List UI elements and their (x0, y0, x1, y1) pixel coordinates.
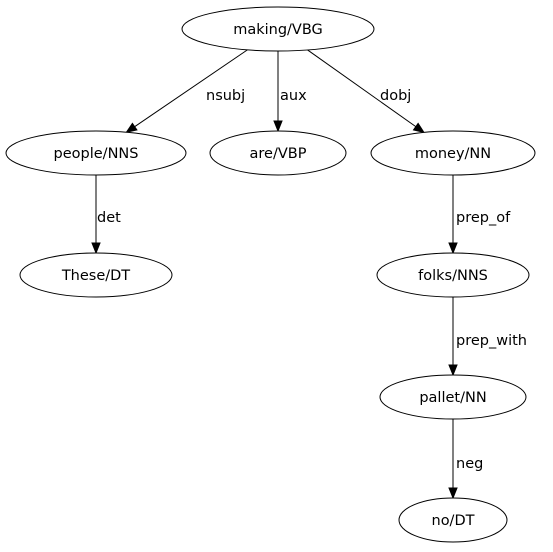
arrowhead-icon (448, 364, 458, 377)
node-ellipse (379, 374, 527, 420)
node-label: money/NN (415, 146, 491, 162)
arrowhead-icon (448, 242, 458, 255)
node-folks: folks/NNS (376, 252, 530, 298)
arrowhead-icon (125, 122, 138, 134)
edge-label: aux (280, 88, 307, 104)
edge-label: neg (456, 456, 483, 472)
node-these: These/DT (19, 252, 173, 298)
node-label: no/DT (432, 513, 475, 529)
node-label: people/NNS (54, 146, 139, 162)
arrowhead-icon (448, 487, 458, 500)
node-label: These/DT (61, 268, 130, 284)
node-making: making/VBG (181, 6, 375, 52)
node-ellipse (370, 130, 536, 176)
node-ellipse (5, 130, 187, 176)
edge-money-folks: prep_of (448, 175, 511, 255)
edge-making-money: dobj (307, 49, 426, 134)
node-ellipse (181, 6, 375, 52)
edge-line (307, 49, 417, 128)
edge-line (134, 49, 248, 128)
edge-pallet-no: neg (448, 419, 483, 500)
node-label: making/VBG (233, 22, 323, 38)
node-label: pallet/NN (419, 390, 486, 406)
edge-label: prep_of (456, 210, 511, 226)
edge-making-people: nsubj (125, 49, 248, 134)
node-money: money/NN (370, 130, 536, 176)
edge-label: prep_with (456, 333, 527, 349)
edge-people-these: det (91, 175, 121, 255)
edge-label: dobj (380, 88, 411, 104)
edge-label: nsubj (206, 88, 245, 104)
nodes-layer: making/VBG people/NNS are/VBP money/NN These… (5, 6, 536, 543)
arrowhead-icon (273, 120, 283, 133)
node-ellipse (376, 252, 530, 298)
arrowhead-icon (91, 242, 101, 255)
node-people: people/NNS (5, 130, 187, 176)
arrowhead-icon (412, 122, 426, 134)
edge-folks-pallet: prep_with (448, 297, 527, 377)
node-are: are/VBP (209, 130, 347, 176)
node-ellipse (19, 252, 173, 298)
node-label: folks/NNS (418, 268, 488, 284)
node-label: are/VBP (250, 146, 307, 162)
node-pallet: pallet/NN (379, 374, 527, 420)
node-ellipse (209, 130, 347, 176)
node-ellipse (398, 497, 508, 543)
node-no: no/DT (398, 497, 508, 543)
edge-label: det (97, 210, 121, 226)
edge-making-are: aux (273, 51, 307, 133)
